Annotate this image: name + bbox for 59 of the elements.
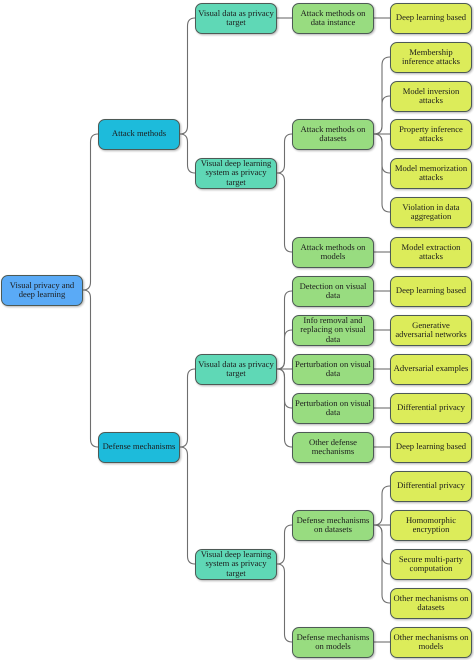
root-topic-box: Visual privacy and deep learning: [1, 274, 83, 306]
leaf-box: Violation in data aggregation: [390, 196, 472, 228]
connector-line: [374, 407, 390, 409]
connector-line: [180, 17, 196, 135]
connector-line: [374, 133, 390, 213]
connector-line: [374, 329, 390, 331]
connector-line: [374, 290, 390, 292]
connector-line: [276, 563, 292, 643]
leaf-box: Property inference attacks: [390, 118, 472, 150]
category-box: Perturbation on visual data: [292, 354, 374, 384]
connector-line: [374, 251, 390, 253]
connector-line: [374, 368, 390, 370]
leaf-box: Other mechanisms on datasets: [390, 588, 472, 618]
category-box: Defense mechanisms on datasets: [292, 510, 374, 540]
connector-line: [374, 524, 390, 604]
connector-line: [276, 368, 292, 448]
connector-line: [374, 17, 390, 19]
connector-line: [276, 329, 292, 370]
category-box: Attack methods on data instance: [292, 2, 374, 34]
category-box: Attack methods on models: [292, 236, 374, 268]
connector-line: [374, 485, 390, 526]
leaf-box: Deep learning based: [390, 432, 472, 462]
connector-line: [82, 133, 98, 291]
connector-line: [180, 368, 196, 448]
leaf-box: Differential privacy: [390, 392, 472, 424]
connector-line: [374, 95, 390, 135]
connector-line: [276, 172, 292, 253]
leaf-box: Adversarial examples: [390, 354, 472, 384]
category-box: Perturbation on visual data: [292, 392, 374, 424]
leaf-box: Model inversion attacks: [390, 80, 472, 112]
category-box: Other defense mechanisms: [292, 432, 374, 462]
leaf-box: Differential privacy: [390, 470, 472, 502]
leaf-box: Secure multi-party computation: [390, 548, 472, 580]
leaf-box: Model extraction attacks: [390, 236, 472, 268]
connector-line: [180, 446, 196, 565]
leaf-box: Generative adversarial networks: [390, 314, 472, 346]
connector-line: [374, 446, 390, 448]
category-box: Attack methods on datasets: [292, 118, 374, 150]
leaf-box: Model memorization attacks: [390, 158, 472, 188]
subbranch-box: Visual deep learning system as privacy target: [195, 548, 277, 580]
connector-line: [277, 17, 292, 19]
subbranch-box: Visual data as privacy target: [195, 2, 277, 34]
subbranch-box: Visual data as privacy target: [195, 354, 277, 384]
connector-line: [82, 289, 98, 448]
category-box: Info removal and replacing on visual data: [292, 314, 374, 346]
connector-line: [374, 133, 390, 135]
leaf-box: Homomorphic encryption: [390, 510, 472, 540]
branch-box: Attack methods: [98, 118, 180, 150]
connector-line: [374, 524, 390, 526]
connector-line: [277, 368, 292, 370]
leaf-box: Other mechanisms on models: [390, 626, 472, 658]
leaf-box: Membership inference attacks: [390, 42, 472, 72]
connector-line: [374, 641, 390, 643]
category-box: Detection on visual data: [292, 276, 374, 306]
subbranch-box: Visual deep learning system as privacy target: [195, 158, 277, 188]
leaf-box: Deep learning based: [390, 276, 472, 306]
category-box: Defense mechanisms on models: [292, 626, 374, 658]
branch-box: Defense mechanisms: [98, 432, 180, 462]
leaf-box: Deep learning based: [390, 2, 472, 34]
